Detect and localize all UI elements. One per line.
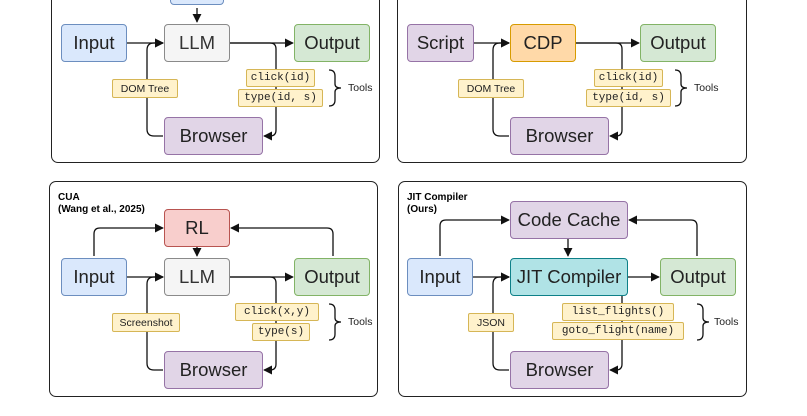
- p1-output-label: Output: [304, 32, 360, 53]
- p1-llm-node: LLM: [164, 24, 230, 62]
- p1-browser-node: Browser: [164, 117, 263, 155]
- p3-arrow-output-to-rl: [230, 223, 334, 256]
- p2-cdp-node: CDP: [510, 24, 576, 62]
- p1-tool-2-label: type(id, s): [244, 92, 317, 104]
- p4-browser-label: Browser: [525, 359, 594, 380]
- panel-4: [398, 181, 747, 397]
- panel-1: [51, 0, 380, 163]
- p2-tool-1-label: click(id): [598, 72, 659, 84]
- p1-tools-brace: [328, 69, 342, 107]
- p1-context-tag: DOM Tree: [112, 79, 178, 98]
- p1-tool-1: click(id): [246, 69, 315, 87]
- p4-tools-brace: [696, 303, 710, 341]
- p1-input-node: Input: [61, 24, 127, 62]
- p3-tool-2-label: type(s): [257, 326, 305, 338]
- p1-tool-2: type(id, s): [238, 89, 323, 107]
- p4-input-label: Input: [419, 266, 461, 287]
- p2-tools-brace: [674, 69, 688, 107]
- p4-title-line-1: JIT Compiler: [407, 192, 468, 203]
- p4-browser-node: Browser: [510, 351, 609, 389]
- p4-arrow-output-to-cache: [628, 215, 698, 256]
- p4-output-node: Output: [660, 258, 736, 296]
- p2-script-node: Script: [407, 24, 474, 62]
- p3-output-label: Output: [304, 266, 360, 287]
- p3-tool-1-label: click(x,y): [243, 306, 310, 318]
- p4-tool-2: goto_flight(name): [552, 322, 684, 340]
- p4-tools-label: Tools: [714, 316, 739, 328]
- p2-tool-1: click(id): [594, 69, 663, 87]
- panel-3: [49, 181, 378, 397]
- p3-title-line-1: CUA: [58, 192, 80, 203]
- p3-title-line-2: (Wang et al., 2025): [58, 204, 145, 215]
- p3-rl-node: RL: [164, 209, 230, 247]
- p3-tool-2: type(s): [252, 323, 310, 341]
- p3-tools-label: Tools: [348, 316, 373, 328]
- p4-tool-1: list_flights(): [562, 303, 674, 321]
- p3-output-node: Output: [294, 258, 370, 296]
- p1-browser-label: Browser: [179, 125, 248, 146]
- p4-tool-2-label: goto_flight(name): [561, 325, 675, 337]
- p4-code-cache-label: Code Cache: [517, 209, 621, 230]
- p1-top-stub-node: [170, 0, 224, 5]
- p2-script-label: Script: [416, 32, 465, 53]
- p1-llm-label: LLM: [179, 32, 215, 53]
- p4-code-cache-node: Code Cache: [510, 201, 628, 239]
- p3-context-tag: Screenshot: [112, 313, 180, 332]
- p2-tool-2-label: type(id, s): [592, 92, 665, 104]
- p4-title-line-2: (Ours): [407, 204, 437, 215]
- p3-browser-node: Browser: [164, 351, 263, 389]
- p2-tool-2: type(id, s): [586, 89, 671, 107]
- p3-llm-node: LLM: [164, 258, 230, 296]
- p3-input-node: Input: [61, 258, 127, 296]
- p2-browser-label: Browser: [525, 125, 594, 146]
- p4-tool-1-label: list_flights(): [571, 306, 665, 318]
- p4-arrow-input-to-cache: [439, 215, 510, 256]
- p3-tool-1: click(x,y): [235, 303, 319, 321]
- p4-context-tag-label: JSON: [476, 316, 505, 329]
- p4-context-tag: JSON: [468, 313, 514, 332]
- p1-context-tag-label: DOM Tree: [120, 82, 170, 95]
- p3-browser-label: Browser: [179, 359, 248, 380]
- p1-output-node: Output: [294, 24, 370, 62]
- p3-llm-label: LLM: [179, 266, 215, 287]
- p3-context-tag-label: Screenshot: [119, 316, 173, 329]
- p3-input-label: Input: [73, 266, 115, 287]
- p2-output-label: Output: [650, 32, 706, 53]
- p2-context-tag: DOM Tree: [458, 79, 524, 98]
- p3-tools-brace: [328, 303, 342, 341]
- p1-tool-1-label: click(id): [250, 72, 311, 84]
- p2-output-node: Output: [640, 24, 716, 62]
- p2-tools-label: Tools: [694, 82, 719, 94]
- p1-tools-label: Tools: [348, 82, 373, 94]
- p2-context-tag-label: DOM Tree: [466, 82, 516, 95]
- p2-cdp-label: CDP: [523, 32, 563, 53]
- p4-output-label: Output: [670, 266, 726, 287]
- p3-rl-label: RL: [185, 217, 209, 238]
- p3-arrow-input-to-rl: [93, 223, 164, 256]
- p4-input-node: Input: [407, 258, 473, 296]
- p2-browser-node: Browser: [510, 117, 609, 155]
- p4-jit-node: JIT Compiler: [510, 258, 628, 296]
- p1-input-label: Input: [73, 32, 115, 53]
- panel-2: [397, 0, 747, 163]
- p4-jit-label: JIT Compiler: [516, 266, 622, 287]
